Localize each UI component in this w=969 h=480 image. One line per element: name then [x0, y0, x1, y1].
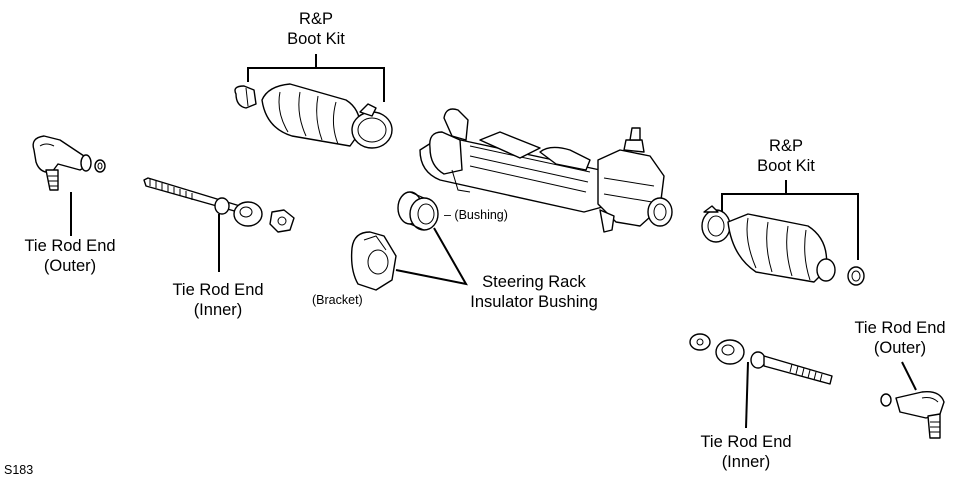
bracket-part: [350, 231, 397, 291]
steering-rack-assembly: [419, 108, 673, 233]
figure-code: S183: [4, 463, 34, 477]
bushing-part: [397, 191, 439, 231]
label-tie-rod-end-inner-left: Tie Rod End (Inner): [172, 281, 264, 319]
bracket-line-boot-right: [721, 193, 859, 260]
label-bracket: (Bracket): [312, 293, 363, 307]
boot-kit-right: [701, 205, 865, 286]
tie-rod-end-outer-right: [880, 391, 945, 439]
label-tie-rod-end-outer-left: Tie Rod End (Outer): [24, 237, 116, 275]
leader-outer-right: [901, 361, 917, 391]
label-tie-rod-end-inner-right: Tie Rod End (Inner): [700, 433, 792, 471]
tie-rod-end-inner-left: [143, 177, 295, 233]
label-steering-rack-insulator-bushing: Steering Rack Insulator Bushing: [470, 273, 598, 311]
label-tie-rod-end-outer-right: Tie Rod End (Outer): [854, 319, 946, 357]
tie-rod-end-inner-right: [689, 333, 833, 385]
tie-rod-end-outer-left: [32, 135, 106, 191]
leader-inner-right: [745, 361, 749, 429]
label-bushing: – (Bushing): [444, 208, 508, 222]
boot-kit-left: [234, 83, 393, 149]
label-boot-kit-left: R&P Boot Kit: [287, 10, 345, 48]
label-boot-kit-right: R&P Boot Kit: [757, 137, 815, 175]
leader-insulator-bushing: [395, 227, 468, 286]
